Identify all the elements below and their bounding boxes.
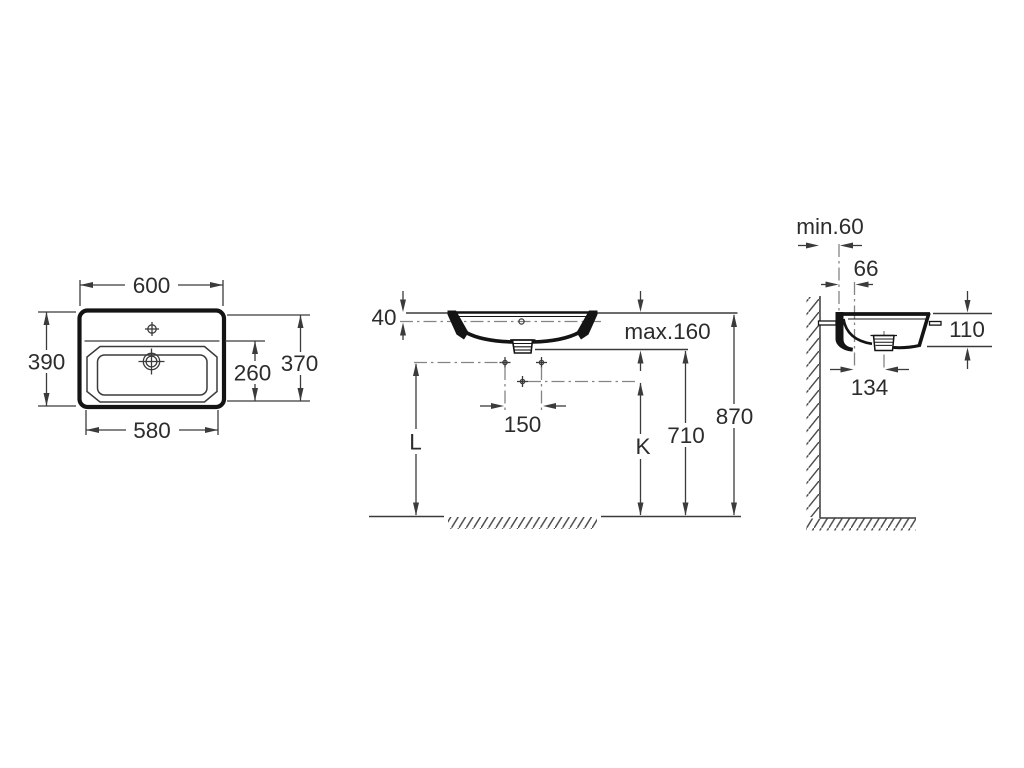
dimension-710: 710 <box>662 350 710 516</box>
dimension-40: 40 <box>371 291 406 340</box>
side-view: min.60 66 110 134 <box>796 214 992 531</box>
dim-min60-label: min.60 <box>796 214 864 239</box>
dim-600-label: 600 <box>133 273 171 298</box>
sink-outer-outline <box>77 308 227 410</box>
dimension-600: 600 <box>79 273 224 306</box>
fixing-hole-center <box>517 376 528 387</box>
drain-front <box>510 339 536 354</box>
dim-390-label: 390 <box>28 350 66 375</box>
dim-134-label: 134 <box>851 375 889 400</box>
dimension-390: 390 <box>25 311 76 407</box>
dim-L-label: L <box>409 430 422 455</box>
dimension-min60: min.60 <box>796 214 864 249</box>
dimension-110: 110 <box>927 291 992 369</box>
floor-front <box>369 515 741 529</box>
dimension-134: 134 <box>830 366 909 400</box>
dim-370-label: 370 <box>281 351 319 376</box>
dim-K-label: K <box>635 434 650 459</box>
mounting-stub-left <box>817 320 837 326</box>
dimension-L: L <box>404 363 427 516</box>
fixing-hole-markers <box>499 357 547 387</box>
dim-150-label: 150 <box>504 412 542 437</box>
dimension-K: K <box>631 382 655 516</box>
fixing-hole-right <box>536 357 547 368</box>
dimension-150: 150 <box>480 403 566 437</box>
dimension-max160: max.160 <box>624 291 711 371</box>
sink-side-profile <box>817 312 942 352</box>
sink-left-bracket <box>447 310 469 340</box>
dim-110-label: 110 <box>949 317 985 342</box>
drain-symbol <box>138 348 165 375</box>
sink-front-profile <box>447 310 598 354</box>
dimension-260: 260 <box>225 340 275 401</box>
dim-40-label: 40 <box>371 305 396 330</box>
dimension-66: 66 <box>821 256 879 288</box>
fixing-hole-left <box>499 357 511 368</box>
dim-710-label: 710 <box>667 423 705 448</box>
dimension-580: 580 <box>85 410 219 443</box>
floor-hatch-side <box>806 518 916 531</box>
dimension-370: 370 <box>227 314 322 402</box>
dim-260-label: 260 <box>234 361 272 386</box>
wall-hatch <box>806 297 820 517</box>
dim-66-label: 66 <box>853 256 878 281</box>
front-view: 40 max.160 <box>369 291 759 529</box>
dim-870-label: 870 <box>716 404 754 429</box>
faucet-hole-symbol <box>145 322 159 336</box>
drain-side <box>870 334 897 352</box>
basin-opening-outline <box>86 345 218 403</box>
sink-wall-bracket <box>835 312 853 352</box>
sink-right-bracket <box>576 310 598 340</box>
basin-bottom-outline <box>96 354 208 396</box>
dim-max160-label: max.160 <box>624 319 710 344</box>
overflow-hole <box>518 318 525 325</box>
dim-580-label: 580 <box>133 418 171 443</box>
top-view: 600 580 390 <box>25 273 322 443</box>
floor-hatch <box>448 517 597 529</box>
dimension-870: 870 <box>710 314 759 516</box>
mounting-stub-right <box>928 320 942 326</box>
